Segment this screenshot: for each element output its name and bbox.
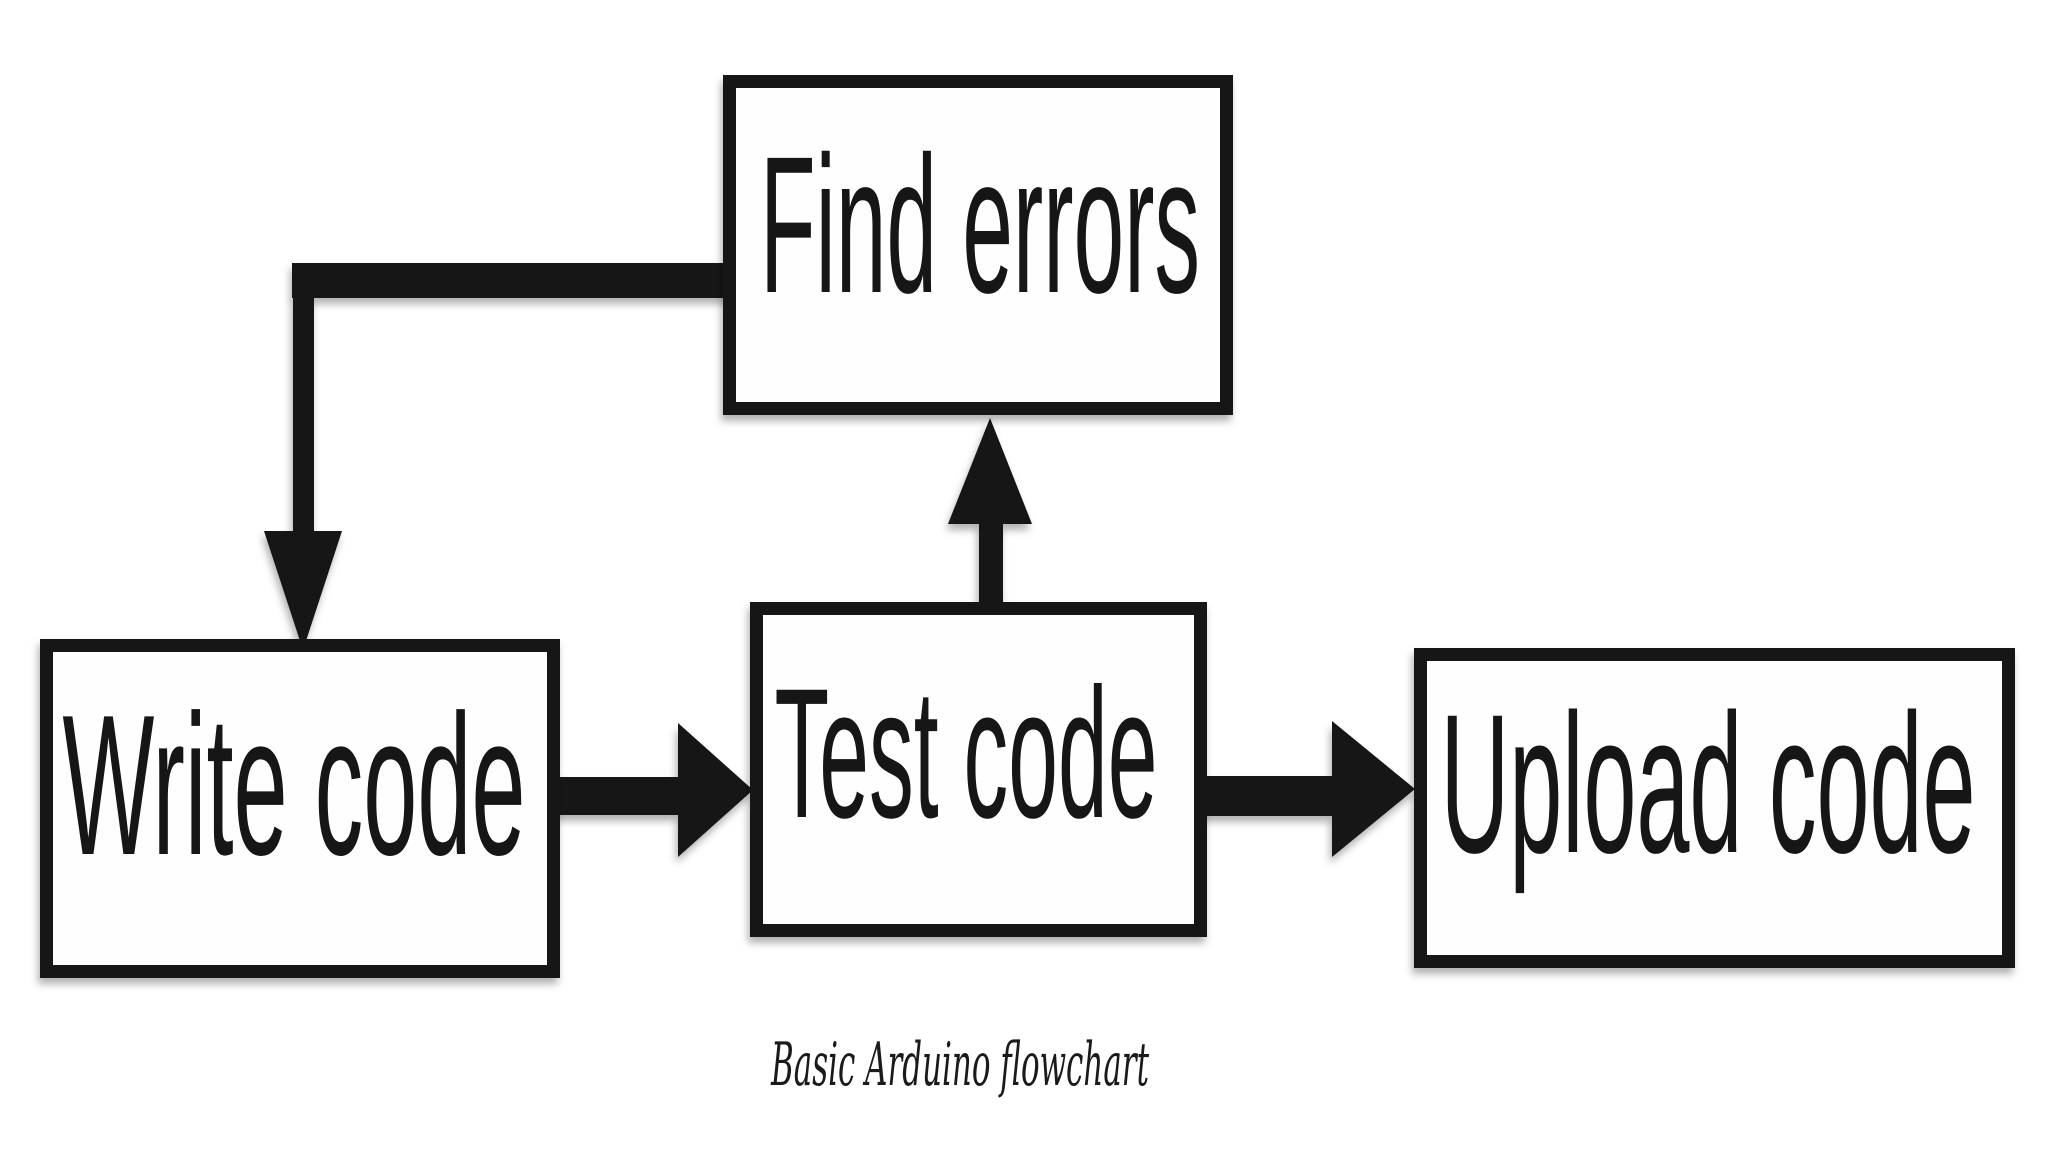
node-label-write-code: Write code: [63, 674, 526, 897]
node-write-code: Write code: [40, 639, 560, 978]
node-box-test-code: [750, 602, 1207, 937]
node-test-code: Test code: [750, 602, 1207, 937]
arrowhead-up-icon: [948, 418, 1032, 524]
edge-right-shaft-2: [1200, 776, 1334, 816]
node-box-find-errors: [723, 75, 1233, 415]
edge-up-shaft: [979, 520, 1003, 615]
edge-elbow-vertical-segment: [293, 263, 314, 531]
node-box-upload-code: [1414, 648, 2015, 968]
edge-write-code-to-test-code: [552, 723, 753, 857]
node-upload-code: Upload code: [1414, 648, 2015, 968]
edge-right-shaft-1: [552, 777, 680, 815]
node-box-write-code: [40, 639, 560, 978]
edge-test-code-to-find-errors: [948, 418, 1032, 615]
edge-test-code-to-upload-code: [1200, 721, 1415, 857]
edge-find-errors-to-write-code: [264, 263, 730, 650]
node-label-find-errors: Find errors: [760, 116, 1200, 334]
node-label-test-code: Test code: [775, 651, 1158, 857]
flowchart-nodes: Find errors Write code Test code Upload …: [40, 75, 2015, 978]
arrowhead-right-icon: [678, 723, 753, 857]
flowchart-edges: [264, 263, 1415, 857]
node-label-upload-code: Upload code: [1441, 673, 1976, 894]
arrowhead-down-icon: [264, 531, 342, 650]
diagram-caption: Basic Arduino flowchart: [770, 1030, 1149, 1100]
node-find-errors: Find errors: [723, 75, 1233, 415]
arrowhead-right-icon: [1332, 721, 1415, 857]
edge-elbow-horizontal-segment: [292, 263, 730, 298]
